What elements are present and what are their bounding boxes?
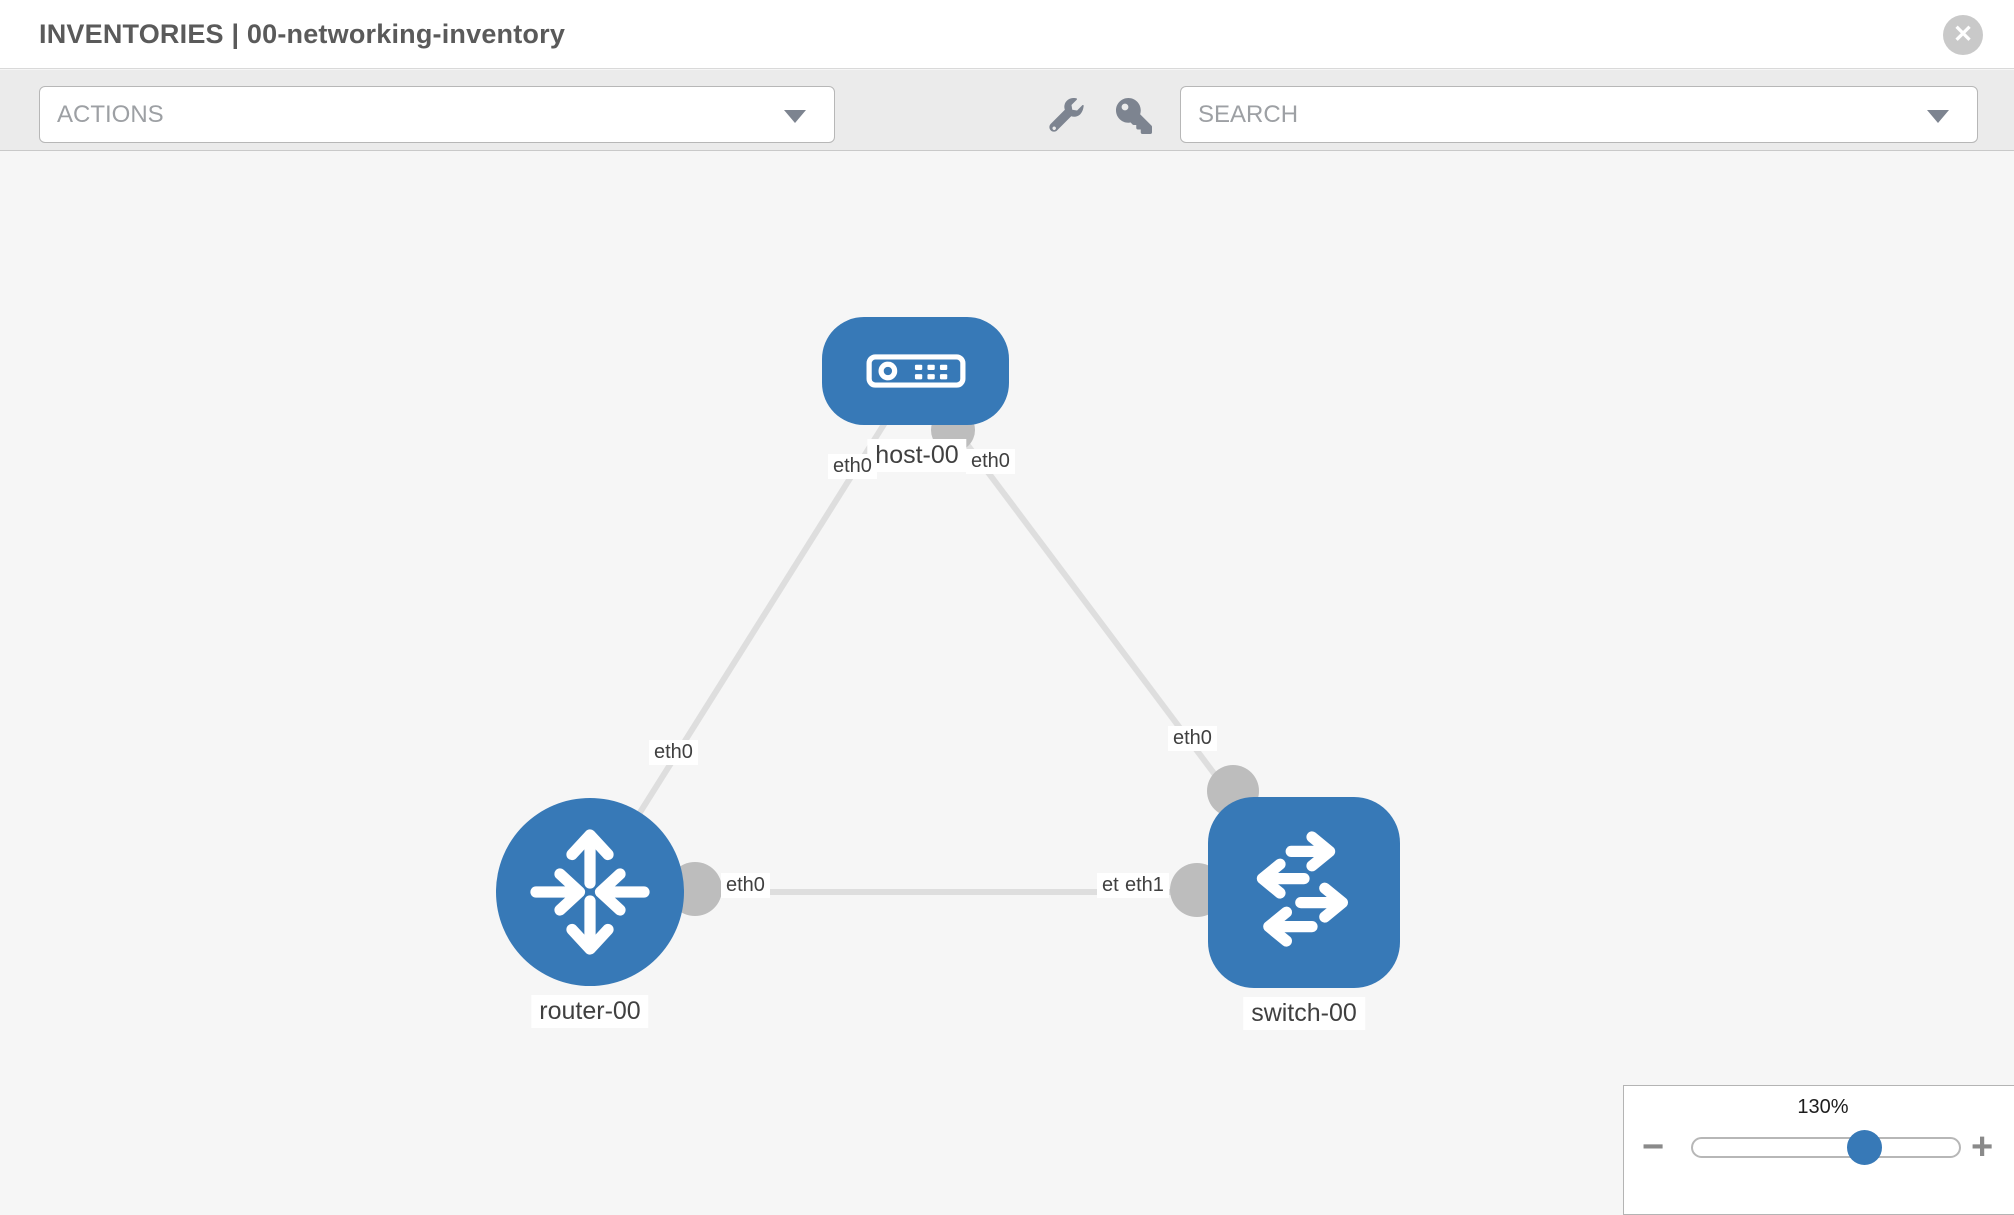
- key-icon[interactable]: [1116, 98, 1152, 134]
- node-router-00[interactable]: [496, 798, 684, 986]
- wrench-icon[interactable]: [1048, 98, 1084, 134]
- zoom-slider-track[interactable]: [1691, 1137, 1961, 1158]
- chevron-down-icon[interactable]: [1927, 110, 1949, 123]
- zoom-slider-thumb[interactable]: [1847, 1130, 1882, 1165]
- toolbar: ACTIONS: [0, 70, 2014, 151]
- interface-label-switch-eth1: eth1: [1120, 873, 1169, 898]
- node-label-router: router-00: [531, 995, 649, 1028]
- zoom-in-button[interactable]: +: [1971, 1126, 1994, 1168]
- header: INVENTORIES | 00-networking-inventory ✕: [0, 0, 2014, 69]
- zoom-out-button[interactable]: −: [1642, 1126, 1665, 1168]
- interface-label-host-eth0-right: eth0: [966, 449, 1015, 474]
- node-switch-00[interactable]: [1208, 797, 1400, 988]
- router-icon: [530, 829, 650, 955]
- node-host-00[interactable]: [822, 317, 1009, 425]
- interface-label-router-eth0-top: eth0: [649, 740, 698, 765]
- topology-edges: [587, 373, 1306, 917]
- node-label-switch: switch-00: [1243, 997, 1365, 1030]
- topology-canvas: host-00 router-00 switch-00 eth0 eth0 et…: [0, 151, 2014, 1215]
- page-title: INVENTORIES | 00-networking-inventory: [39, 19, 566, 49]
- host-icon: [866, 354, 965, 388]
- chevron-down-icon: [784, 110, 806, 123]
- close-icon[interactable]: ✕: [1943, 15, 1983, 55]
- interface-label-switch-eth0-top: eth0: [1168, 726, 1217, 751]
- zoom-level-value: 130%: [1797, 1096, 1849, 1118]
- actions-dropdown-label: ACTIONS: [57, 101, 164, 128]
- search-box[interactable]: [1180, 86, 1978, 143]
- actions-dropdown[interactable]: ACTIONS: [39, 86, 835, 143]
- interface-label-router-eth0-right: eth0: [721, 873, 770, 898]
- switch-icon: [1256, 830, 1348, 947]
- zoom-control-panel: 130% − +: [1623, 1085, 2014, 1215]
- search-input[interactable]: [1181, 87, 1977, 142]
- node-label-host: host-00: [867, 439, 967, 472]
- interface-label-host-eth0-left: eth0: [828, 454, 877, 479]
